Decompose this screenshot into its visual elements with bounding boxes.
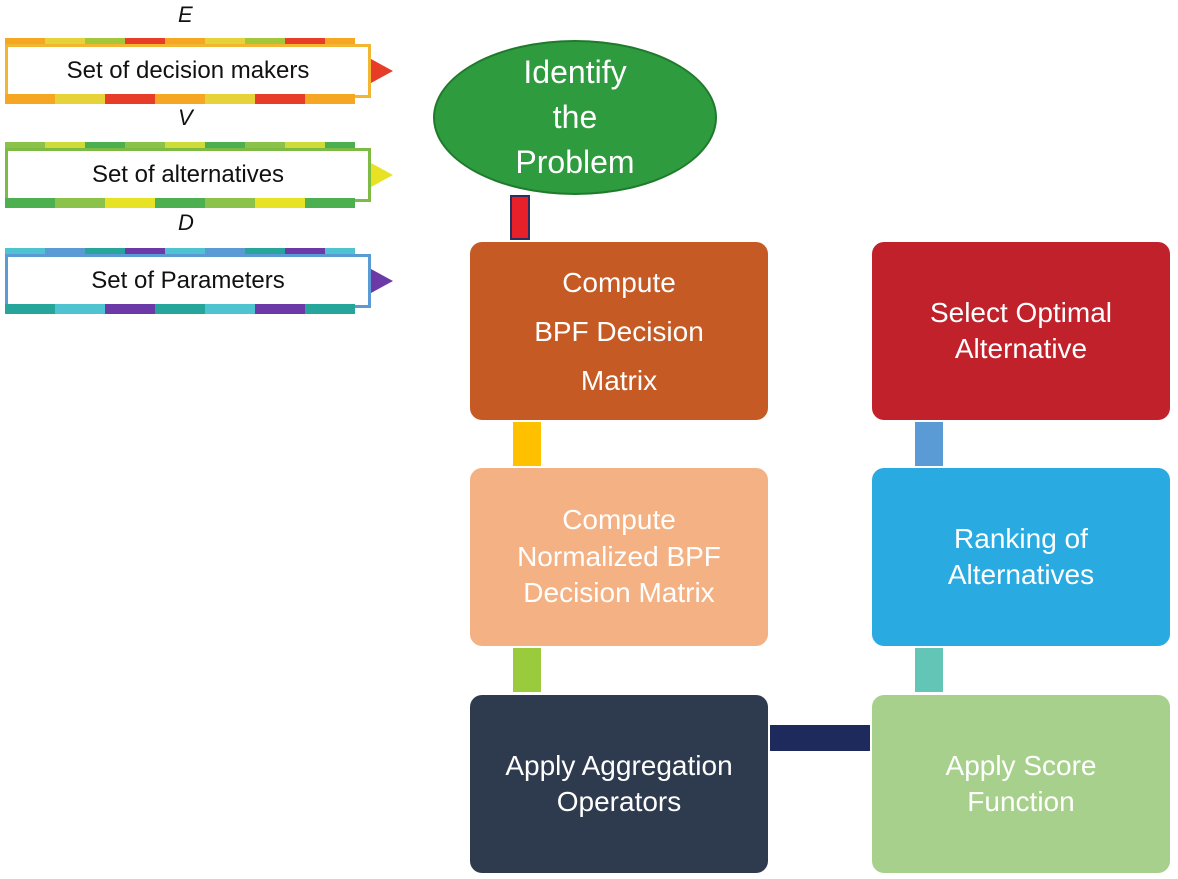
input-label: Set of decision makers (66, 57, 310, 84)
input-symbol-e: E (178, 2, 193, 27)
arrow-tip-icon (371, 163, 393, 187)
connector-bpf-to-normalized (513, 422, 541, 466)
connector-normalized-to-aggregation (513, 648, 541, 692)
input-label: Set of Parameters (91, 267, 285, 294)
input-banner-alternatives: Set of alternatives (5, 142, 395, 208)
arrow-tip-icon (371, 59, 393, 83)
ranking-alternatives-box: Ranking of Alternatives (872, 468, 1170, 646)
input-banner-parameters: Set of Parameters (5, 248, 395, 314)
input-symbol-v: V (178, 105, 193, 130)
connector-start-to-compute (510, 195, 530, 240)
apply-score-function-box: Apply Score Function (872, 695, 1170, 873)
compute-bpf-decision-matrix-box: Compute BPF Decision Matrix (470, 242, 768, 420)
connector-aggregation-to-score (770, 725, 870, 751)
input-label: Set of alternatives (91, 161, 285, 188)
compute-normalized-matrix-box: Compute Normalized BPF Decision Matrix (470, 468, 768, 646)
arrow-tip-icon (371, 269, 393, 293)
input-symbol-d: D (178, 210, 194, 235)
input-banner-decision-makers: Set of decision makers (5, 38, 395, 104)
connector-ranking-to-select (915, 422, 943, 466)
select-optimal-alternative-box: Select Optimal Alternative (872, 242, 1170, 420)
apply-aggregation-operators-box: Apply Aggregation Operators (470, 695, 768, 873)
connector-score-to-ranking (915, 648, 943, 692)
identify-problem-node: Identify the Problem (433, 40, 717, 195)
